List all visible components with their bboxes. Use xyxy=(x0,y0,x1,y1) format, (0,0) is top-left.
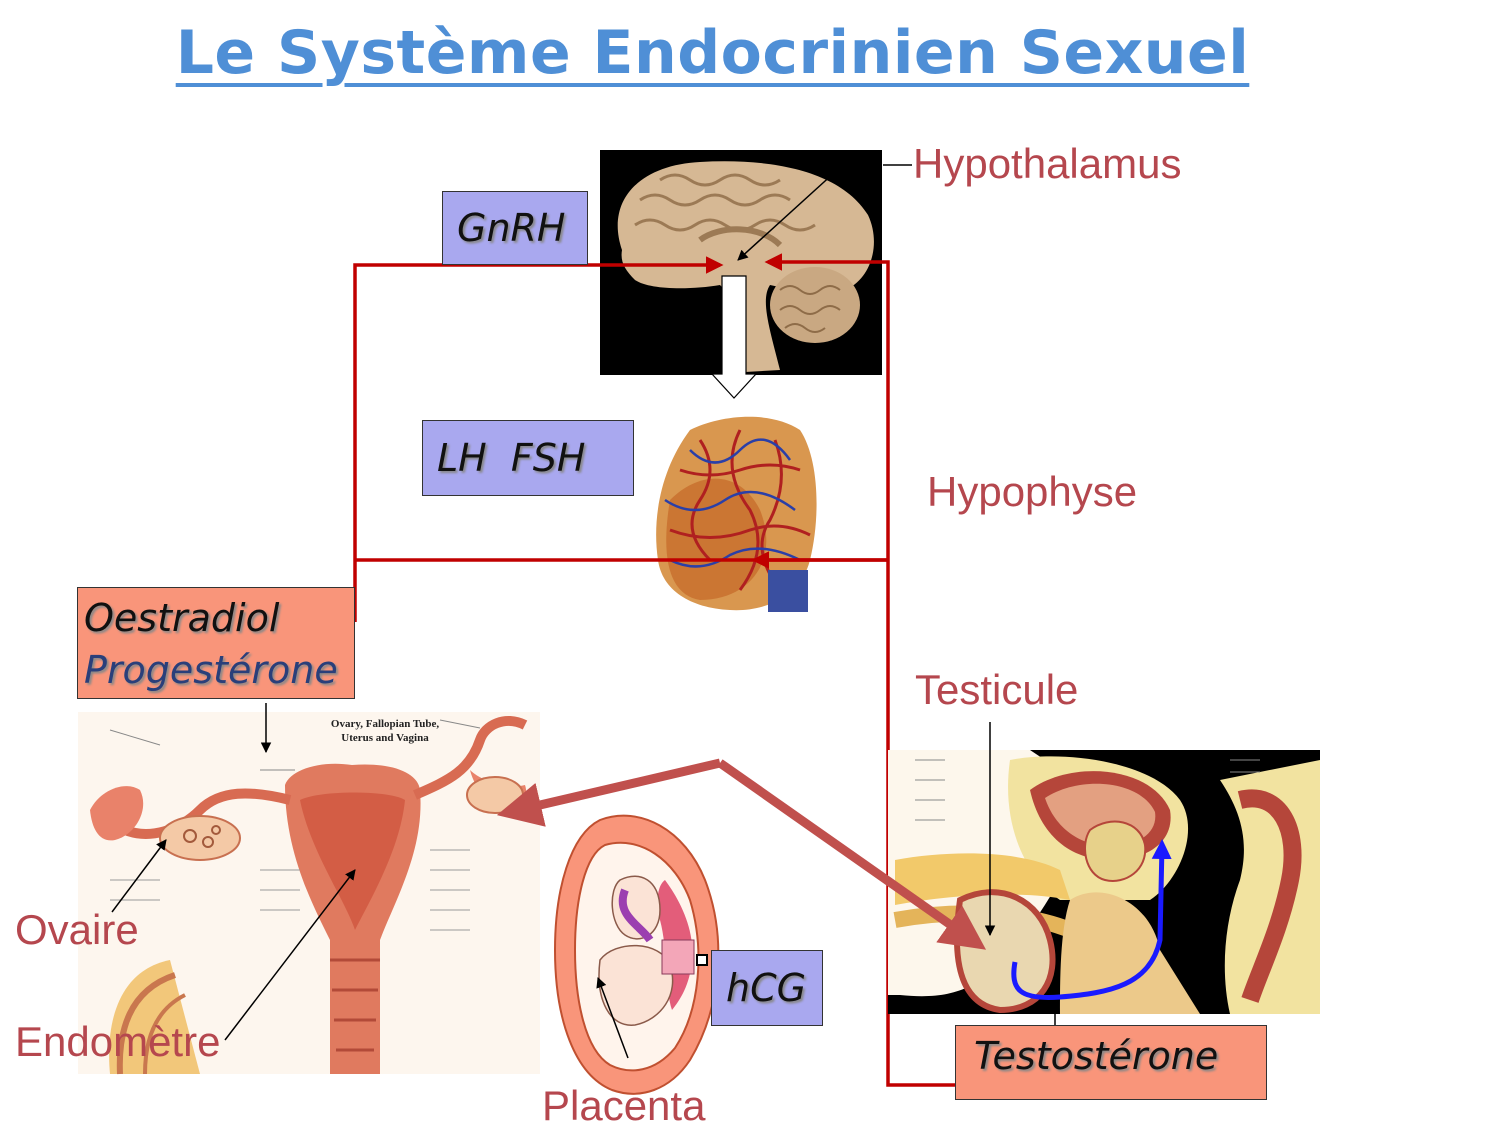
lh-fsh-box: LH FSH xyxy=(422,420,634,496)
down-arrow-icon xyxy=(710,275,758,399)
ovarian-hormones-box: Oestradiol Progestérone xyxy=(77,587,355,699)
page-title: Le Système Endocrinien Sexuel xyxy=(175,18,1250,88)
uterus-caption-line-1: Ovary, Fallopian Tube, xyxy=(331,718,439,730)
hypophyse-label: Hypophyse xyxy=(927,468,1138,515)
hcg-target-arrows xyxy=(496,758,987,950)
oestradiol-label: Oestradiol xyxy=(84,596,280,640)
feedback-loop xyxy=(353,253,955,1087)
ovaire-pointer xyxy=(111,839,167,913)
blue-circulation-arrow xyxy=(1011,839,1172,1001)
pituitary-image xyxy=(656,416,817,612)
lh-fsh-label: LH FSH xyxy=(437,436,586,480)
ovaire-label: Ovaire xyxy=(15,906,139,953)
uterus-image: Ovary, Fallopian Tube, Uterus and Vagina xyxy=(78,712,540,1075)
testicule-label: Testicule xyxy=(915,666,1079,713)
uterus-caption-line-2: Uterus and Vagina xyxy=(341,732,429,744)
testosterone-box: Testostérone xyxy=(955,1025,1267,1100)
progesterone-label: Progestérone xyxy=(84,648,338,692)
endometre-pointer xyxy=(224,869,356,1041)
hypothalamus-label: Hypothalamus xyxy=(913,140,1182,187)
fetus-placenta-image xyxy=(553,814,720,1095)
male-anatomy-image xyxy=(888,750,1320,1014)
hcg-box: hCG xyxy=(711,950,823,1026)
placenta-label: Placenta xyxy=(542,1082,706,1129)
gnrh-box: GnRH xyxy=(442,191,588,265)
endometre-label: Endomètre xyxy=(15,1018,221,1065)
hypothalamus-pointer xyxy=(737,171,836,261)
